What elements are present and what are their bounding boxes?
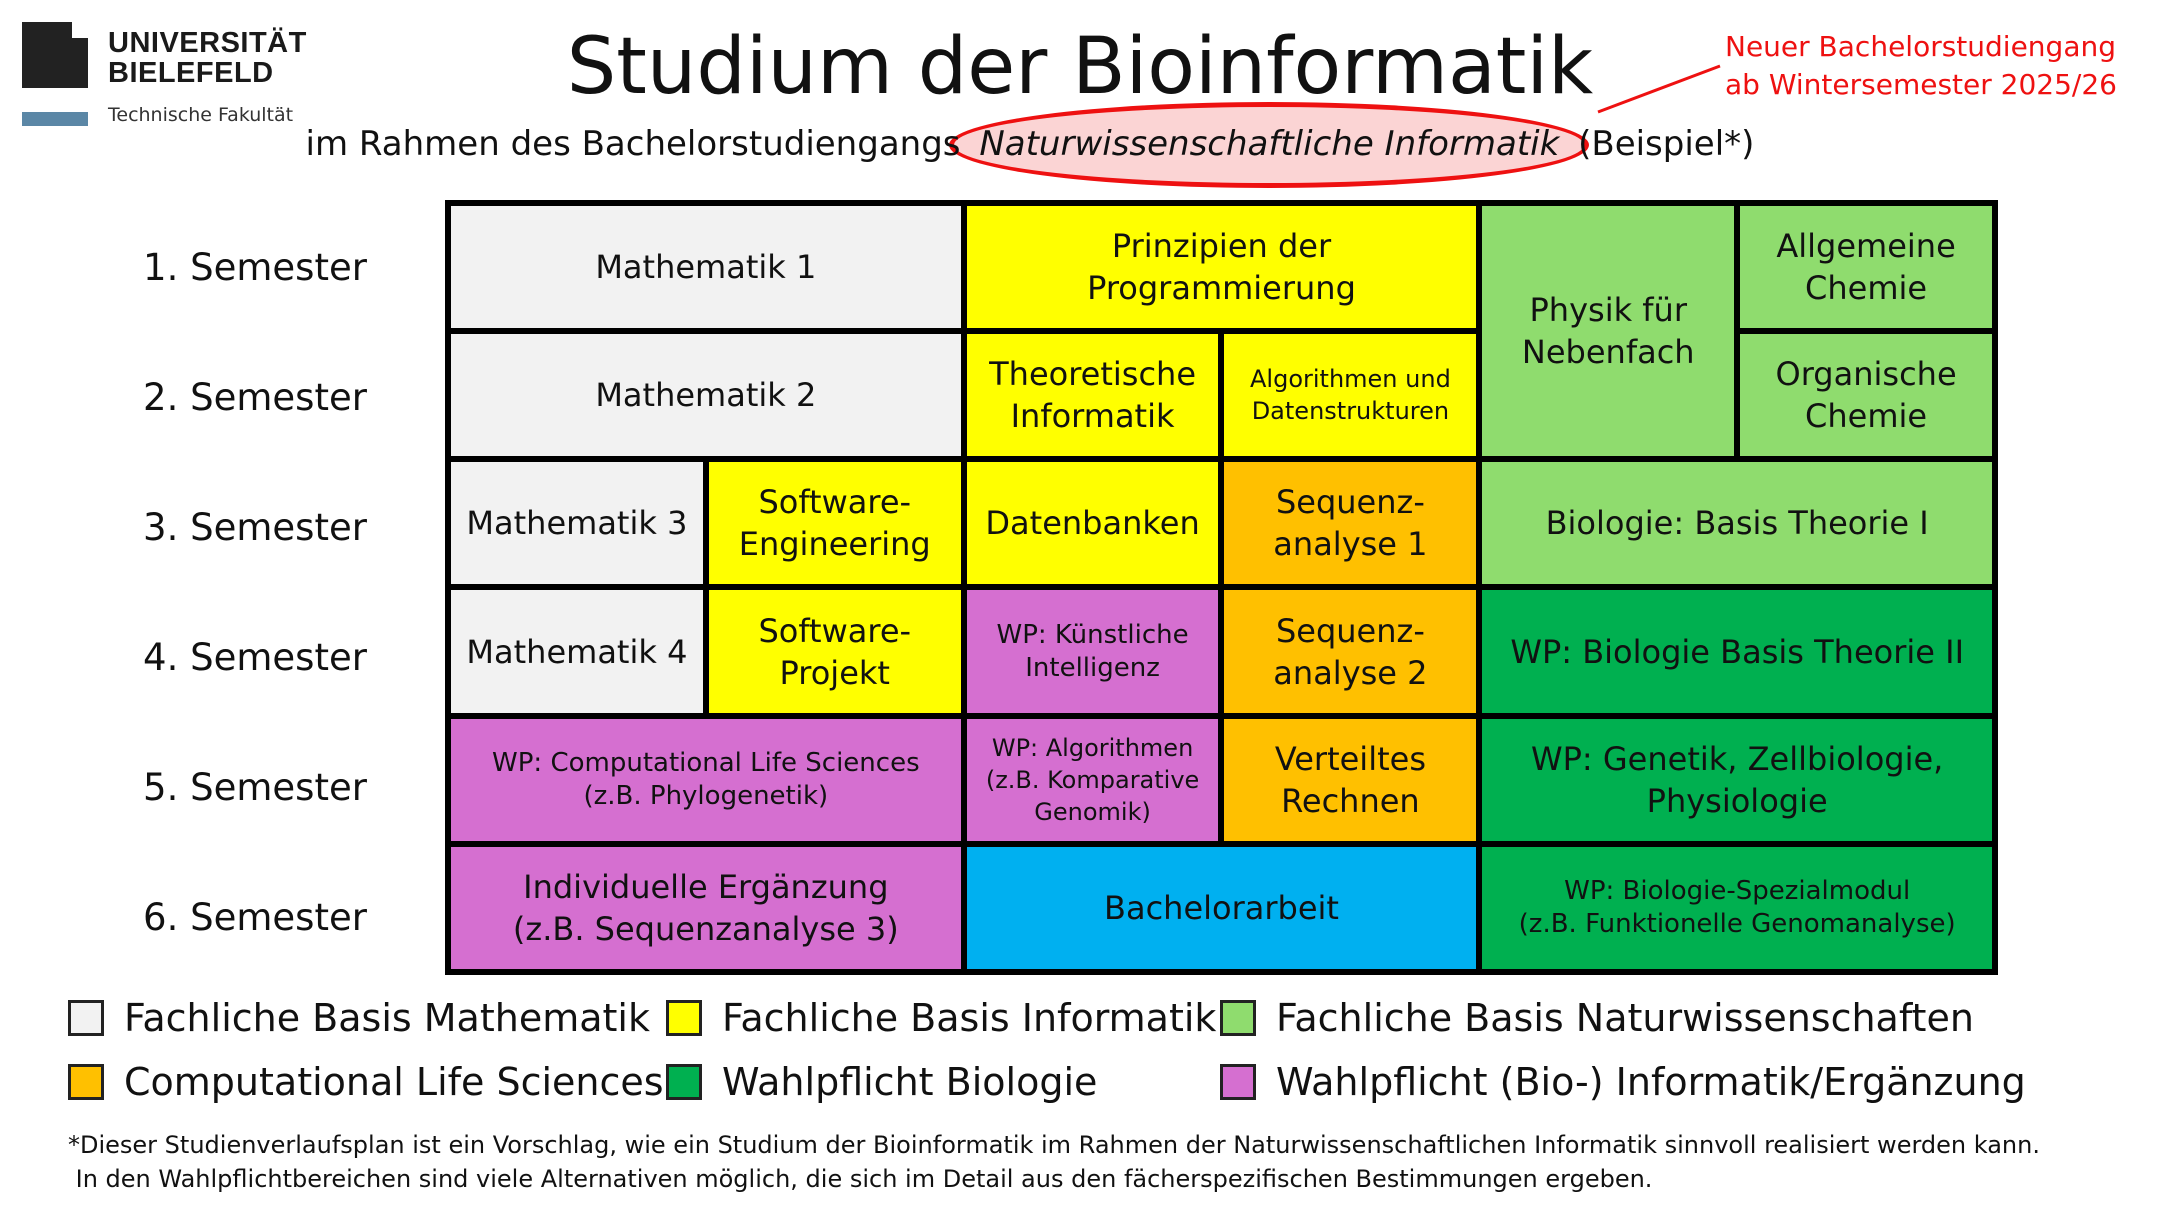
module-genetik-zellbiologie-physiologie: WP: Genetik, Zellbiologie, Physiologie xyxy=(1482,718,1992,841)
module-prinzipien-der-programmierung: Prinzipien der Programmierung xyxy=(966,206,1477,329)
semester-label-3: 3. Semester xyxy=(143,505,367,549)
legend-label: Wahlpflicht Biologie xyxy=(722,1060,1098,1104)
semester-labels: 1. Semester 2. Semester 3. Semester 4. S… xyxy=(120,202,390,982)
legend-swatch xyxy=(68,1064,104,1100)
module-line: (z.B. Funktionelle Genomanalyse) xyxy=(1518,908,1956,939)
legend-item-wahlpflicht-biologie: Wahlpflicht Biologie xyxy=(666,1059,1097,1105)
page-title: Studium der Bioinformatik xyxy=(566,22,1594,112)
page-subtitle: im Rahmen des Bachelorstudiengangs Natur… xyxy=(200,102,1860,188)
logo-bar xyxy=(22,112,88,126)
legend: Fachliche Basis Mathematik Fachliche Bas… xyxy=(68,995,2028,1115)
module-line: Individuelle Ergänzung xyxy=(523,867,889,906)
module-mathematik-4: Mathematik 4 xyxy=(451,590,703,713)
semester-label-5: 5. Semester xyxy=(143,765,367,809)
module-datenbanken: Datenbanken xyxy=(966,462,1219,585)
new-program-note: Neuer Bachelorstudiengang ab Wintersemes… xyxy=(1725,28,2117,104)
note-line-1: Neuer Bachelorstudiengang xyxy=(1725,30,2117,63)
subtitle-highlight: Naturwissenschaftliche Informatik xyxy=(949,102,1590,188)
legend-swatch xyxy=(1220,1000,1256,1036)
module-kuenstliche-intelligenz: WP: Künstliche Intelligenz xyxy=(966,590,1219,713)
module-organische-chemie: Organische Chemie xyxy=(1740,334,1992,457)
note-pointer-line xyxy=(1597,64,1721,114)
module-algorithmen: WP: Algorithmen (z.B. Komparative Genomi… xyxy=(966,718,1219,841)
legend-item-mathematik: Fachliche Basis Mathematik xyxy=(68,995,650,1041)
university-logo: UNIVERSITÄT BIELEFELD Technische Fakultä… xyxy=(22,22,322,132)
module-sequenzanalyse-1: Sequenz-analyse 1 xyxy=(1224,462,1477,585)
module-algorithmen-und-datenstrukturen: Algorithmen und Datenstrukturen xyxy=(1224,334,1477,457)
logo-line-1: UNIVERSITÄT xyxy=(108,27,307,59)
subtitle-suffix: (Beispiel*) xyxy=(1567,124,1755,164)
semester-label-4: 4. Semester xyxy=(143,635,367,679)
legend-label: Fachliche Basis Informatik xyxy=(722,996,1217,1040)
module-line: WP: Algorithmen xyxy=(991,733,1194,762)
module-line: (z.B. Komparative Genomik) xyxy=(985,765,1200,826)
module-computational-life-sciences: WP: Computational Life Sciences (z.B. Ph… xyxy=(451,718,961,841)
legend-item-informatik: Fachliche Basis Informatik xyxy=(666,995,1216,1041)
module-line: WP: Biologie-Spezialmodul xyxy=(1564,875,1911,906)
module-line: (z.B. Phylogenetik) xyxy=(583,780,829,811)
module-individuelle-ergaenzung: Individuelle Ergänzung (z.B. Sequenzanal… xyxy=(451,846,961,969)
module-mathematik-3: Mathematik 3 xyxy=(451,462,703,585)
study-plan-grid: Mathematik 1 Prinzipien der Programmieru… xyxy=(445,200,1998,975)
module-mathematik-2: Mathematik 2 xyxy=(451,334,961,457)
legend-item-naturwissenschaften: Fachliche Basis Naturwissenschaften xyxy=(1220,995,1974,1041)
semester-label-2: 2. Semester xyxy=(143,375,367,419)
module-biologie-spezialmodul: WP: Biologie-Spezialmodul (z.B. Funktion… xyxy=(1482,846,1992,969)
legend-swatch xyxy=(1220,1064,1256,1100)
legend-label: Wahlpflicht (Bio-) Informatik/Ergänzung xyxy=(1276,1060,2026,1104)
legend-swatch xyxy=(666,1064,702,1100)
semester-label-1: 1. Semester xyxy=(143,245,367,289)
module-physik-fuer-nebenfach: Physik für Nebenfach xyxy=(1482,206,1735,457)
legend-swatch xyxy=(666,1000,702,1036)
footnote: *Dieser Studienverlaufsplan ist ein Vors… xyxy=(68,1128,2040,1196)
note-line-2: ab Wintersemester 2025/26 xyxy=(1725,68,2117,101)
module-software-projekt: Software-Projekt xyxy=(708,590,961,713)
module-verteiltes-rechnen: Verteiltes Rechnen xyxy=(1224,718,1477,841)
module-mathematik-1: Mathematik 1 xyxy=(451,206,961,329)
module-line: WP: Computational Life Sciences xyxy=(492,747,920,778)
logo-line-2: BIELEFELD xyxy=(108,57,274,89)
logo-mark-icon xyxy=(22,22,88,88)
legend-item-computational-life-sciences: Computational Life Sciences xyxy=(68,1059,664,1105)
footnote-line-1: *Dieser Studienverlaufsplan ist ein Vors… xyxy=(68,1131,2040,1159)
module-software-engineering: Software-Engineering xyxy=(708,462,961,585)
subtitle-prefix: im Rahmen des Bachelorstudiengangs xyxy=(305,124,972,164)
module-allgemeine-chemie: Allgemeine Chemie xyxy=(1740,206,1992,329)
legend-swatch xyxy=(68,1000,104,1036)
legend-item-wahlpflicht-informatik: Wahlpflicht (Bio-) Informatik/Ergänzung xyxy=(1220,1059,2026,1105)
module-bachelorarbeit: Bachelorarbeit xyxy=(966,846,1477,969)
legend-label: Fachliche Basis Mathematik xyxy=(124,996,650,1040)
module-biologie-basis-theorie-2: WP: Biologie Basis Theorie II xyxy=(1482,590,1992,713)
logo-faculty: Technische Fakultät xyxy=(108,104,294,126)
module-sequenzanalyse-2: Sequenz-analyse 2 xyxy=(1224,590,1477,713)
legend-label: Fachliche Basis Naturwissenschaften xyxy=(1276,996,1974,1040)
module-biologie-basis-theorie-1: Biologie: Basis Theorie I xyxy=(1482,462,1992,585)
module-theoretische-informatik: Theoretische Informatik xyxy=(966,334,1219,457)
semester-label-6: 6. Semester xyxy=(143,895,367,939)
module-line: (z.B. Sequenzanalyse 3) xyxy=(512,909,899,948)
footnote-line-2: In den Wahlpflichtbereichen sind viele A… xyxy=(68,1165,1653,1193)
legend-label: Computational Life Sciences xyxy=(124,1060,664,1104)
